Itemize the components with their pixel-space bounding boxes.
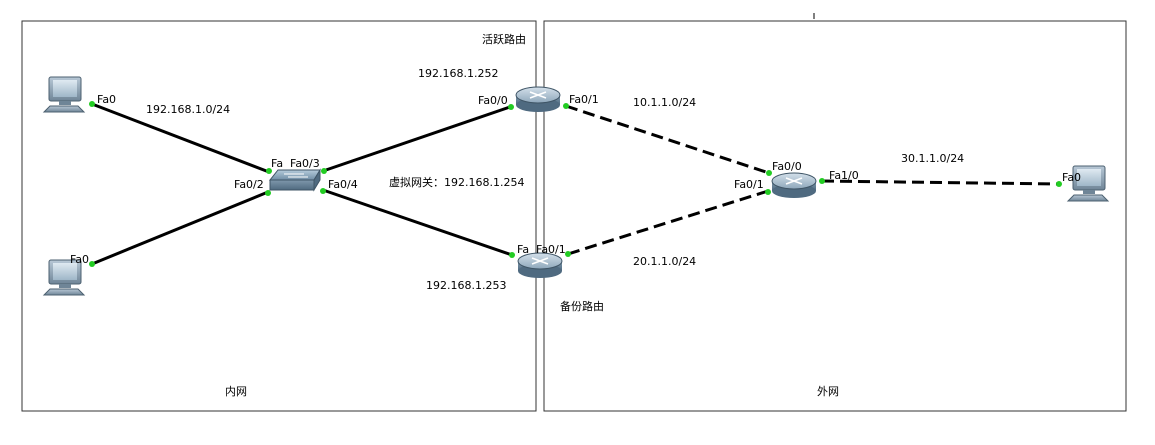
active-router-name-label: 活跃路由 [482,32,526,46]
net20-label: 20.1.1.0/24 [633,255,696,268]
intranet-zone [21,20,537,412]
extranet-zone [543,20,1127,412]
port-dot [766,170,772,176]
pc3-port-label: Fa0 [1062,171,1081,184]
backup-router-port-fa01: Fa0/1 [536,243,566,256]
pc2-port-label: Fa0 [70,253,89,266]
port-dot [765,189,771,195]
link-pc1-switch [91,102,270,174]
port-dot [320,188,326,194]
link-edge-router-pc3 [821,179,1060,186]
backup-router-name-label: 备份路由 [560,299,604,313]
pc2-icon[interactable] [42,259,86,296]
switch-port-label-fa02: Fa0/2 [234,178,264,191]
pc1-icon[interactable] [42,76,86,113]
backup-router-port-truncated: Fa [517,243,529,256]
port-dot [563,103,569,109]
backup-router-ip-label: 192.168.1.253 [426,279,506,292]
port-dot [1056,181,1062,187]
active-router-ip-label: 192.168.1.252 [418,67,498,80]
lan-network-label: 192.168.1.0/24 [146,103,230,116]
active-router-port-fa01: Fa0/1 [569,93,599,106]
port-dot [509,252,515,258]
port-dot [508,104,514,110]
edge-router-port-fa00: Fa0/0 [772,160,802,173]
port-dot [565,251,571,257]
port-dot [266,168,272,174]
port-dot [819,178,825,184]
switch-icon[interactable] [268,168,321,192]
edge-router-port-fa01: Fa0/1 [734,178,764,191]
switch-port-label-truncated: Fa [271,157,283,170]
pc3-icon[interactable] [1066,165,1110,202]
port-dot [89,261,95,267]
backup-router-icon[interactable] [517,252,563,278]
pc1-port-label: Fa0 [97,93,116,106]
intranet-zone-label: 内网 [225,384,247,398]
active-router-port-fa00: Fa0/0 [478,94,508,107]
link-pc2-switch [91,190,269,266]
edge-router-icon[interactable] [771,172,817,198]
virtual-gateway-label: 虚拟网关：192.168.1.254 [389,175,524,189]
link-switch-active-router [322,105,511,173]
edge-router-port-fa10: Fa1/0 [829,169,859,182]
net10-label: 10.1.1.0/24 [633,96,696,109]
extranet-zone-label: 外网 [817,385,839,398]
link-active-router-edge-router [565,104,770,175]
active-router-icon[interactable] [515,86,561,112]
port-dot [265,190,271,196]
port-dot [321,168,327,174]
net30-label: 30.1.1.0/24 [901,152,964,165]
port-dot [89,101,95,107]
link-switch-backup-router [322,188,513,257]
link-backup-router-edge-router [567,189,769,256]
switch-port-label-fa03: Fa0/3 [290,157,320,170]
switch-port-label-fa04: Fa0/4 [328,178,358,191]
